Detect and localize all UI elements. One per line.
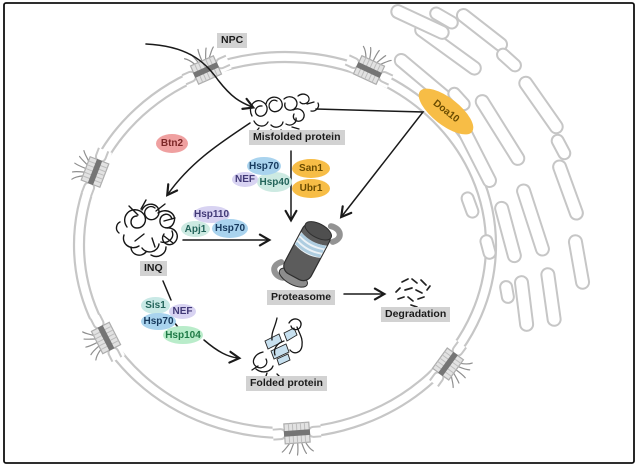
nef-badge: NEF — [232, 172, 258, 187]
arrow-misfolded-to-doa10-to-proteasome — [315, 108, 425, 219]
inq-label: INQ — [140, 261, 167, 277]
npc-upper-left — [64, 140, 114, 199]
npc-label: NPC — [217, 33, 248, 49]
misfolded-protein-label: Misfolded protein — [249, 130, 345, 146]
proteasome-label: Proteasome — [267, 290, 336, 306]
er-membrane — [390, 4, 591, 332]
arrow-refolding-to-folded — [203, 339, 242, 364]
arrow-misfolded-to-inq — [165, 122, 251, 197]
hsp70-inq-badge: Hsp70 — [212, 219, 248, 238]
folded-protein-drawing — [251, 317, 303, 380]
connector-inq-to-chaperones — [162, 280, 172, 301]
hsp70-refolding-badge: Hsp70 — [141, 313, 176, 330]
folded-protein-label: Folded protein — [246, 376, 327, 392]
hsp104-badge: Hsp104 — [163, 326, 203, 344]
arrow-import-to-misfolded — [145, 43, 256, 110]
nef-refolding-badge: NEF — [169, 304, 196, 319]
btn2-badge: Btn2 — [156, 134, 188, 153]
hsp40-badge: Hsp40 — [257, 172, 292, 192]
inq-aggregate-drawing — [115, 199, 178, 258]
npc-bottom — [271, 420, 324, 458]
apj1-badge: Apj1 — [181, 221, 210, 237]
ubr1-badge: Ubr1 — [292, 179, 330, 198]
hsp70-badge: Hsp70 — [247, 157, 281, 175]
figure-frame — [3, 2, 635, 464]
sis1-badge: Sis1 — [141, 297, 170, 314]
proteasome-drawing — [271, 221, 343, 288]
npc-top-right — [342, 38, 402, 91]
san1-badge: San1 — [292, 159, 330, 178]
npc-bottom-right — [424, 337, 481, 398]
npc-lower-left — [74, 311, 127, 371]
degradation-fragments — [395, 278, 431, 308]
hsp110-badge: Hsp110 — [193, 206, 230, 223]
degradation-label: Degradation — [381, 307, 451, 323]
